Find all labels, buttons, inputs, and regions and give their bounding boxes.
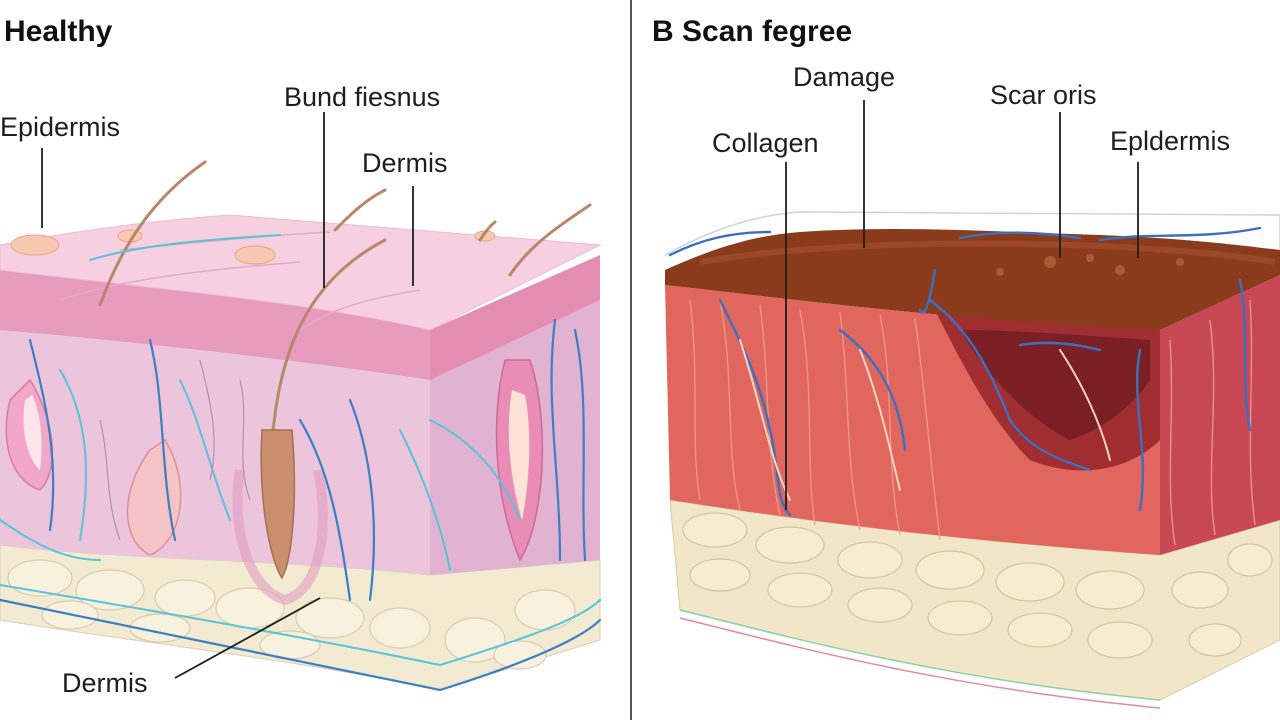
healthy-dermis-top-label: Dermis [362, 148, 448, 178]
healthy-skin-block [0, 160, 602, 692]
scar-pale-vessels [739, 339, 1111, 501]
scar-fat-cells [682, 512, 1273, 659]
scar-epidermis-label: Epldermis [1110, 126, 1230, 156]
follicle-sheath [232, 469, 328, 606]
healthy-top-surface [0, 214, 602, 331]
hair-follicle-icon [98, 160, 592, 472]
healthy-surface-bumps [10, 229, 496, 265]
scar-crater-deep [960, 330, 1150, 440]
healthy-fat-cells [7, 559, 576, 670]
healthy-pointer-lines [41, 112, 414, 679]
healthy-burned-tissue-label: Bund fiesnus [284, 82, 440, 112]
scar-collagen-fibers [689, 299, 1256, 546]
nerve-lines [99, 359, 251, 541]
scar-dermis-side [1160, 275, 1280, 555]
blood-vessel-icon [668, 226, 1262, 517]
scar-crust-spots [996, 254, 1184, 276]
healthy-epidermis-label: Epidermis [0, 112, 120, 142]
healthy-dermis-bottom-label: Dermis [62, 668, 148, 698]
scar-pointer-lines [785, 100, 1139, 510]
blood-vessel-icon [0, 318, 602, 692]
healthy-epidermis-side [430, 255, 600, 380]
hair-shaft [260, 429, 296, 580]
scar-collagen-label: Collagen [712, 128, 819, 158]
scar-damage-label: Damage [793, 62, 895, 92]
scar-surface-outline [664, 211, 1280, 256]
healthy-glands [5, 359, 544, 562]
healthy-epidermis-band [0, 270, 430, 380]
scar-base-lines [679, 609, 1161, 709]
scar-tissue-label: Scar oris [990, 80, 1097, 110]
healthy-title: Healthy [4, 15, 113, 48]
scar-title: B Scan fegree [652, 15, 852, 48]
lymph-vessel-lines [0, 234, 601, 667]
scar-crust-surface [665, 228, 1280, 330]
scar-skin-block [664, 211, 1280, 709]
scar-crust-highlight [699, 240, 1276, 265]
